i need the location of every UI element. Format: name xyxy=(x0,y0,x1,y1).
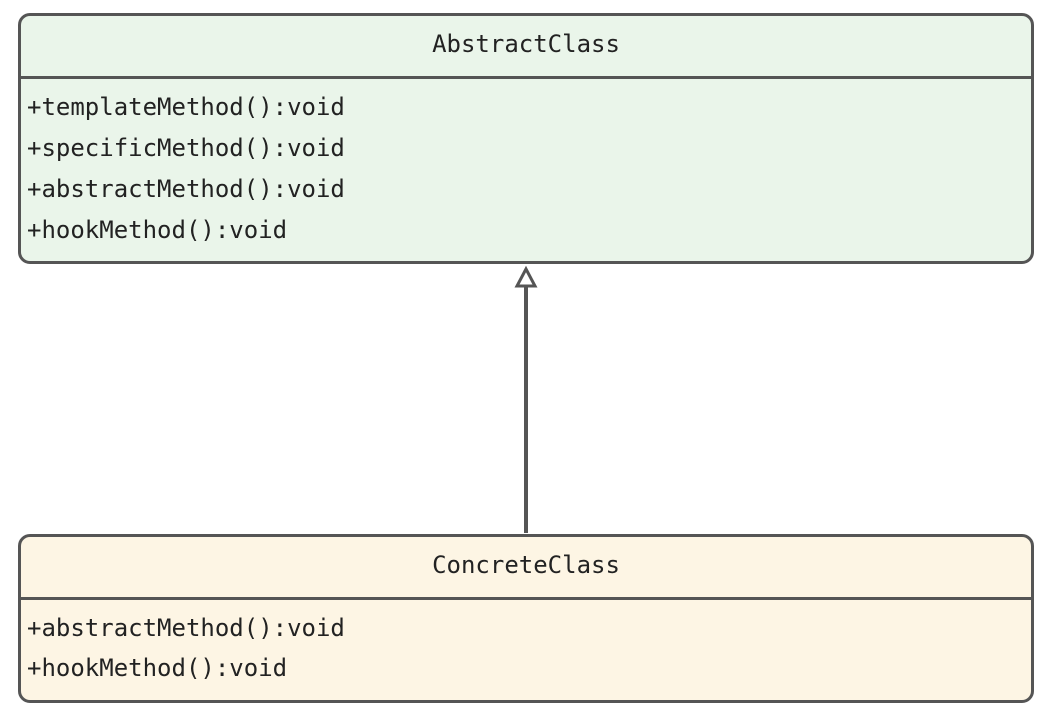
concrete-method-hook: +hookMethod():void xyxy=(27,654,288,682)
concrete-method-abstract: +abstractMethod():void xyxy=(27,614,345,642)
abstract-method-template: +templateMethod():void xyxy=(27,93,345,121)
abstract-method-specific: +specificMethod():void xyxy=(27,134,345,162)
abstract-method-hook: +hookMethod():void xyxy=(27,216,288,244)
concrete-class-box[interactable]: ConcreteClass +abstractMethod():void +ho… xyxy=(18,534,1034,703)
concrete-class-name: ConcreteClass xyxy=(21,537,1031,600)
inheritance-arrowhead xyxy=(514,265,538,288)
abstract-class-name: AbstractClass xyxy=(21,16,1031,79)
abstract-method-abstract: +abstractMethod():void xyxy=(27,175,345,203)
abstract-class-methods: +templateMethod():void +specificMethod()… xyxy=(21,79,1031,251)
abstract-class-box[interactable]: AbstractClass +templateMethod():void +sp… xyxy=(18,13,1034,264)
concrete-class-methods: +abstractMethod():void +hookMethod():voi… xyxy=(21,600,1031,688)
